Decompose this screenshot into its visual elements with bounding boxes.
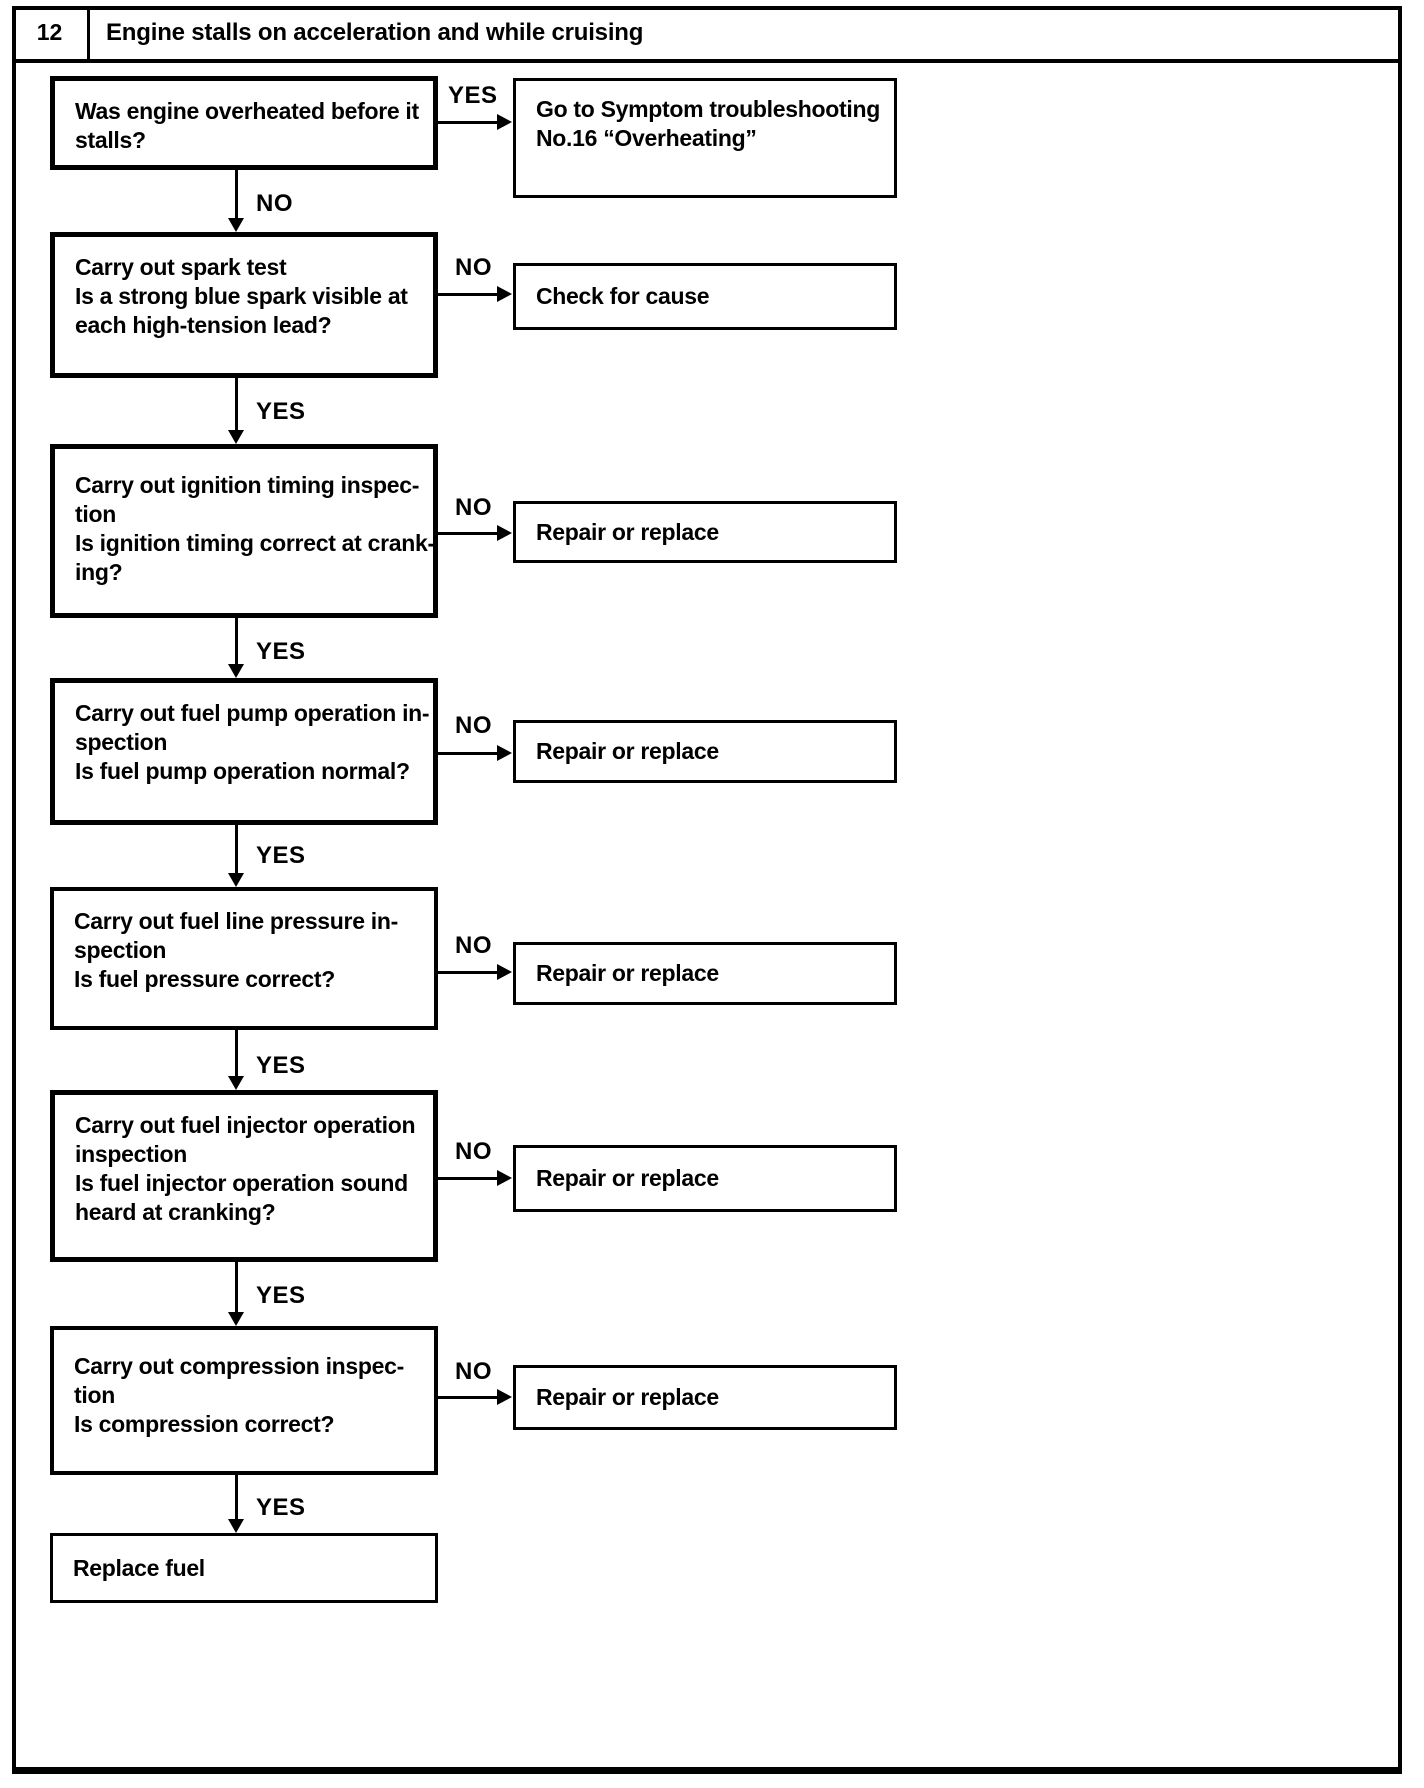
arrowhead-down-icon bbox=[228, 664, 244, 678]
box-text-line: No.16 “Overheating” bbox=[536, 125, 757, 151]
arrow-no-to-repair-3 bbox=[438, 971, 498, 974]
arrow-down-6 bbox=[235, 1262, 238, 1312]
result-box-goto-overheating: Go to Symptom troubleshooting No.16 “Ove… bbox=[513, 78, 897, 198]
arrowhead-down-icon bbox=[228, 218, 244, 232]
box-text-line: Check for cause bbox=[536, 283, 710, 309]
box-text-line: Carry out fuel injector operation bbox=[75, 1112, 416, 1138]
label-no: NO bbox=[455, 932, 492, 959]
box-text-line: tion bbox=[74, 1382, 115, 1408]
box-text-line: inspection bbox=[75, 1141, 188, 1167]
result-box-repair-or-replace: Repair or replace bbox=[513, 501, 897, 563]
decision-box-fuel-injector: Carry out fuel injector operation inspec… bbox=[50, 1090, 438, 1262]
result-box-repair-or-replace: Repair or replace bbox=[513, 942, 897, 1005]
arrow-down-3 bbox=[235, 618, 238, 664]
decision-box-compression: Carry out compression inspec- tion Is co… bbox=[50, 1326, 438, 1475]
label-no: NO bbox=[455, 1358, 492, 1385]
label-yes: YES bbox=[256, 1282, 306, 1309]
box-text-line: spection bbox=[75, 729, 168, 755]
box-text-line: Carry out compression inspec- bbox=[74, 1353, 405, 1379]
label-no: NO bbox=[455, 1138, 492, 1165]
label-yes: YES bbox=[256, 638, 306, 665]
label-no: NO bbox=[455, 254, 492, 281]
label-yes: YES bbox=[256, 1494, 306, 1521]
arrow-down-5 bbox=[235, 1030, 238, 1076]
arrowhead-right-icon bbox=[497, 1389, 512, 1405]
result-box-repair-or-replace: Repair or replace bbox=[513, 1145, 897, 1212]
arrowhead-down-icon bbox=[228, 1312, 244, 1326]
arrowhead-down-icon bbox=[228, 873, 244, 887]
box-text-line: Repair or replace bbox=[536, 518, 719, 545]
box-text-line: Carry out spark test bbox=[75, 254, 287, 280]
arrow-yes-to-overheating bbox=[438, 121, 498, 124]
box-text-line: tion bbox=[75, 501, 116, 527]
box-text-line: Is fuel pump operation normal? bbox=[75, 758, 410, 784]
result-box-repair-or-replace: Repair or replace bbox=[513, 1365, 897, 1430]
action-box-replace-fuel: Replace fuel bbox=[50, 1533, 438, 1603]
arrowhead-right-icon bbox=[497, 1170, 512, 1186]
arrow-down-7 bbox=[235, 1475, 238, 1519]
label-yes: YES bbox=[256, 398, 306, 425]
arrow-no-to-repair-1 bbox=[438, 532, 498, 535]
result-box-check-for-cause: Check for cause bbox=[513, 263, 897, 330]
box-text-line: Is fuel injector operation sound bbox=[75, 1170, 408, 1196]
box-text-line: heard at cranking? bbox=[75, 1199, 276, 1225]
page-title: Engine stalls on acceleration and while … bbox=[106, 18, 644, 46]
box-text-line: Repair or replace bbox=[536, 738, 719, 764]
arrowhead-down-icon bbox=[228, 1076, 244, 1090]
result-box-repair-or-replace: Repair or replace bbox=[513, 720, 897, 783]
header-number-divider bbox=[87, 6, 90, 63]
label-no: NO bbox=[455, 494, 492, 521]
label-no: NO bbox=[455, 712, 492, 739]
section-number: 12 bbox=[36, 19, 63, 45]
decision-box-fuel-line-pressure: Carry out fuel line pressure in- spectio… bbox=[50, 887, 438, 1030]
box-text-line: Replace fuel bbox=[73, 1554, 205, 1581]
decision-box-spark-test: Carry out spark test Is a strong blue sp… bbox=[50, 232, 438, 378]
box-text-line: Go to Symptom troubleshooting bbox=[536, 96, 880, 122]
box-text-line: Is compression correct? bbox=[74, 1411, 335, 1437]
box-text-line: stalls? bbox=[75, 127, 146, 153]
label-yes: YES bbox=[448, 82, 498, 109]
arrow-no-to-check-cause bbox=[438, 293, 498, 296]
arrowhead-down-icon bbox=[228, 1519, 244, 1533]
arrowhead-right-icon bbox=[497, 964, 512, 980]
arrowhead-right-icon bbox=[497, 286, 512, 302]
arrow-down-1 bbox=[235, 170, 238, 220]
arrowhead-right-icon bbox=[497, 745, 512, 761]
decision-box-fuel-pump: Carry out fuel pump operation in- specti… bbox=[50, 678, 438, 825]
box-text-line: Carry out ignition timing inspec- bbox=[75, 472, 420, 498]
box-text-line: Repair or replace bbox=[536, 1165, 719, 1191]
arrow-no-to-repair-4 bbox=[438, 1177, 498, 1180]
decision-box-ignition-timing: Carry out ignition timing inspec- tion I… bbox=[50, 444, 438, 618]
arrowhead-down-icon bbox=[228, 430, 244, 444]
arrowhead-right-icon bbox=[497, 114, 512, 130]
page-border bbox=[12, 6, 1402, 1774]
label-yes: YES bbox=[256, 1052, 306, 1079]
arrow-down-2 bbox=[235, 378, 238, 430]
arrowhead-right-icon bbox=[497, 525, 512, 541]
arrow-down-4 bbox=[235, 825, 238, 873]
box-text-line: ing? bbox=[75, 559, 123, 585]
box-text-line: Repair or replace bbox=[536, 960, 719, 986]
box-text-line: Carry out fuel line pressure in- bbox=[74, 908, 398, 934]
box-text-line: Is ignition timing correct at crank- bbox=[75, 530, 435, 556]
decision-box-engine-overheated: Was engine overheated before it stalls? bbox=[50, 76, 438, 170]
box-text-line: each high-tension lead? bbox=[75, 312, 332, 338]
box-text-line: Carry out fuel pump operation in- bbox=[75, 700, 430, 726]
arrow-no-to-repair-5 bbox=[438, 1396, 498, 1399]
box-text-line: Is a strong blue spark visible at bbox=[75, 283, 408, 309]
box-text-line: Was engine overheated before it bbox=[75, 98, 419, 124]
box-text-line: spection bbox=[74, 937, 167, 963]
header-divider bbox=[12, 59, 1402, 63]
label-yes: YES bbox=[256, 842, 306, 869]
box-text-line: Repair or replace bbox=[536, 1384, 719, 1410]
arrow-no-to-repair-2 bbox=[438, 752, 498, 755]
box-text-line: Is fuel pressure correct? bbox=[74, 966, 335, 992]
label-no: NO bbox=[256, 190, 293, 217]
